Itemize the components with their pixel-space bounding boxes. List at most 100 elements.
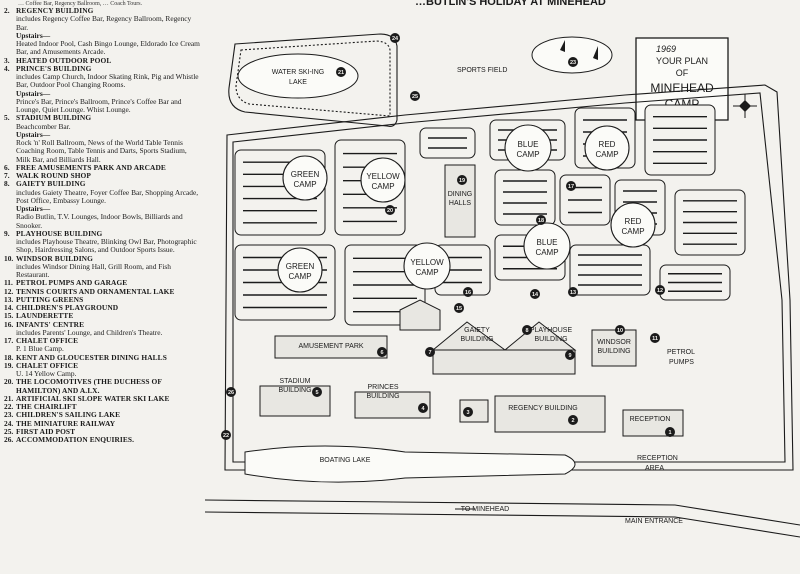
map-top-banner: …BUTLIN'S HOLIDAY AT MINEHEAD [415, 0, 606, 8]
map-marker-number: 1 [668, 430, 671, 436]
map-marker [615, 325, 625, 335]
map-marker [568, 287, 578, 297]
legend-item-sub: Upstairs— [16, 129, 51, 139]
camp-label: CAMP [288, 272, 311, 281]
legend-item-title: PETROL PUMPS AND GARAGE [16, 278, 128, 288]
camp-label: RED [625, 217, 642, 226]
legend-item-body: WALK ROUND SHOP [16, 171, 200, 180]
chalet-block [569, 244, 651, 296]
playhouse-label-2: BUILDING [534, 336, 567, 343]
legend-item-desc: includes Camp Church, Indoor Skating Rin… [16, 72, 199, 90]
map-marker [418, 403, 428, 413]
camp-circle [504, 124, 552, 172]
legend-item: 21.ARTIFICIAL SKI SLOPE WATER SKI LAKE [4, 394, 200, 403]
legend-item-number: 3. [4, 55, 10, 65]
amusement-park-label: AMUSEMENT PARK [298, 343, 363, 350]
camp-map-svg: …BUTLIN'S HOLIDAY AT MINEHEAD WATER SKI-… [205, 0, 800, 538]
map-marker [568, 57, 578, 67]
map-marker [463, 287, 473, 297]
chalet-block [419, 127, 476, 159]
camp-map: …BUTLIN'S HOLIDAY AT MINEHEAD WATER SKI-… [205, 0, 800, 574]
map-marker [568, 415, 578, 425]
legend-item-number: 5. [4, 113, 10, 123]
legend-item-title: FREE AMUSEMENTS PARK AND ARCADE [16, 162, 166, 172]
legend-item-body: THE MINIATURE RAILWAY [16, 418, 200, 428]
reception-area-label-2: AREA [645, 465, 664, 472]
legend-item-body: TENNIS COURTS AND ORNAMENTAL LAKE [16, 287, 200, 296]
legend-item-title: CHALET OFFICE [16, 360, 79, 370]
legend-item-number: 9. [4, 228, 10, 238]
legend-item: 18.KENT AND GLOUCESTER DINING HALLS [4, 352, 200, 362]
legend-item: 11.PETROL PUMPS AND GARAGE [4, 278, 200, 288]
camp-label: GREEN [291, 170, 320, 179]
legend-item: 7.WALK ROUND SHOP [4, 171, 200, 180]
legend-item-desc: includes Playhouse Theatre, Blinking Owl… [16, 237, 197, 255]
camp-label: BLUE [518, 140, 539, 149]
dining-halls-label-2: HALLS [449, 200, 472, 207]
legend-item-title: THE MINIATURE RAILWAY [16, 418, 116, 428]
legend-item-number: 12. [4, 286, 14, 296]
legend-item-body: HEATED OUTDOOR POOL [16, 56, 200, 65]
princes-label-1: PRINCES [367, 384, 398, 391]
legend-top-cut: … Coffee Bar, Regency Ballroom, … Coach … [18, 1, 143, 7]
legend-item-number: 15. [4, 311, 14, 321]
legend-item-body: THE CHAIRLIFT [16, 402, 200, 411]
dining-halls-label-1: DINING [448, 191, 473, 198]
legend-item-number: 14. [4, 303, 14, 312]
legend-item-sub: Upstairs— [16, 204, 51, 213]
map-marker-number: 6 [380, 350, 383, 356]
legend-item-number: 20. [4, 377, 14, 387]
legend-item-title: FIRST AID POST [16, 426, 76, 436]
map-marker-number: 12 [657, 288, 663, 294]
legend-item-number: 25. [4, 426, 14, 436]
legend-item-body: KENT AND GLOUCESTER DINING HALLS [16, 353, 200, 362]
legend-item: 20.THE LOCOMOTIVES (THE DUCHESS OF HAMIL… [4, 378, 200, 395]
camp-label: GREEN [286, 262, 315, 271]
map-marker-number: 24 [392, 36, 399, 42]
legend-item: 14.CHILDREN'S PLAYGROUND [4, 303, 200, 312]
map-marker-number: 25 [412, 94, 418, 100]
map-marker-number: 9 [568, 353, 571, 359]
camp-label: CAMP [595, 150, 618, 159]
legend-item-title: INFANTS' CENTRE [16, 319, 85, 329]
legend-item-number: 18. [4, 352, 14, 362]
legend-item: 13.PUTTING GREENS [4, 295, 200, 304]
legend-panel: … Coffee Bar, Regency Ballroom, … Coach … [0, 0, 204, 574]
camp-label: CAMP [293, 180, 316, 189]
camp-label: CAMP [415, 268, 438, 277]
camp-circle [282, 155, 328, 201]
sports-field-label: SPORTS FIELD [457, 67, 507, 74]
map-marker [385, 205, 395, 215]
legend-item-desc: includes Regency Coffee Bar, Regency Bal… [16, 14, 192, 32]
legend-item-number: 23. [4, 410, 14, 420]
legend-item-title: STADIUM BUILDING [16, 113, 92, 123]
map-marker-number: 5 [315, 390, 318, 396]
map-marker [530, 289, 540, 299]
map-marker [536, 215, 546, 225]
legend-item-number: 22. [4, 402, 14, 411]
camp-circle [277, 247, 323, 293]
main-entrance-label: MAIN ENTRANCE [625, 518, 683, 525]
title-line1: YOUR PLAN [656, 56, 708, 66]
map-marker-number: 23 [570, 60, 576, 66]
legend-item-body: CHILDREN'S PLAYGROUND [16, 303, 200, 312]
legend-item-title: GAIETY BUILDING [16, 179, 86, 189]
map-marker [454, 303, 464, 313]
chalet-block [494, 169, 556, 226]
legend-item-title: CHALET OFFICE [16, 336, 79, 345]
map-marker [226, 387, 236, 397]
camp-circle [403, 242, 451, 290]
sailboat-icon [560, 40, 598, 60]
map-marker [390, 33, 400, 43]
legend-item-body: ACCOMMODATION ENQUIRIES. [16, 435, 200, 444]
windsor-label-1: WINDSOR [597, 339, 631, 346]
